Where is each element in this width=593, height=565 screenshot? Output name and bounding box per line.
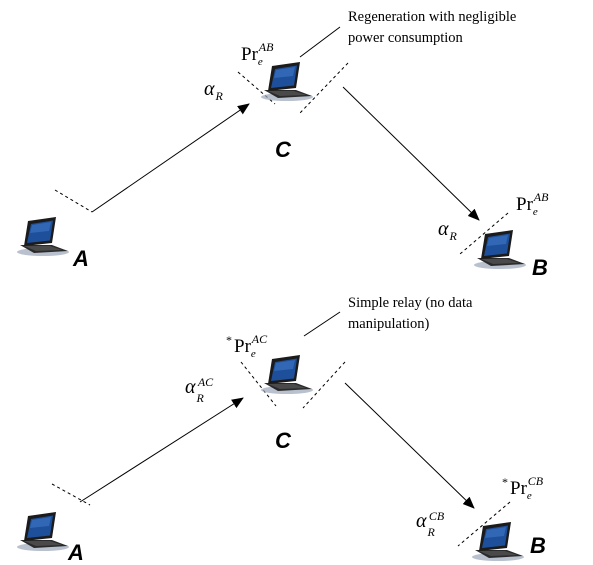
- pr-label-b-bottom: *PreCB: [502, 474, 544, 502]
- pr-label-b-top: PreAB: [516, 190, 549, 218]
- callout-line-top: [299, 26, 341, 58]
- node-label-a-top: A: [72, 246, 89, 271]
- laptop-icon-b-top: [474, 230, 526, 269]
- alpha-label-b-bottom: αRCB: [416, 509, 445, 539]
- alpha-label-b-top: αR: [438, 218, 458, 243]
- note-line-1-bottom: Simple relay (no data: [348, 295, 473, 311]
- callout-line-bottom: [303, 311, 341, 337]
- antenna-dash-b-bottom: [457, 501, 511, 547]
- node-label-b-bottom: B: [530, 533, 546, 558]
- note-line-2-bottom: manipulation): [348, 316, 430, 332]
- laptop-icon-b-bottom: [472, 522, 524, 561]
- pr-label-c-top: PreAB: [241, 40, 274, 68]
- node-label-a-bottom: A: [67, 540, 84, 565]
- alpha-label-c-bottom: αRAC: [185, 375, 214, 405]
- panel-top: A C B Regeneration with negligible power…: [17, 9, 549, 280]
- antenna-dash-a-bottom: [51, 483, 91, 506]
- laptop-icon-c-bottom: [261, 355, 313, 394]
- antenna-dash-c-left-top: [237, 71, 276, 105]
- arrow-c-to-b-top: [342, 86, 480, 221]
- arrow-a-to-c-top: [91, 103, 250, 213]
- node-label-b-top: B: [532, 255, 548, 280]
- note-line-2-top: power consumption: [348, 30, 464, 46]
- antenna-dash-a-top: [54, 189, 93, 213]
- antenna-dash-c-right-bottom: [302, 361, 346, 409]
- node-label-c-bottom: C: [275, 428, 292, 453]
- note-line-1-top: Regeneration with negligible: [348, 9, 516, 25]
- laptop-icon-a-top: [17, 217, 69, 256]
- alpha-label-c-top: αR: [204, 78, 224, 103]
- node-label-c-top: C: [275, 137, 292, 162]
- panel-bottom: A C B Simple relay (no data manipulation…: [17, 295, 546, 565]
- antenna-dash-b-top: [459, 212, 509, 255]
- antenna-dash-c-right-top: [299, 62, 349, 114]
- laptop-icon-a-bottom: [17, 512, 69, 551]
- arrow-a-to-c-bottom: [79, 397, 244, 503]
- arrow-c-to-b-bottom: [344, 382, 475, 509]
- pr-label-c-bottom: *PreAC: [226, 332, 268, 360]
- laptop-icon-c-top: [261, 62, 313, 101]
